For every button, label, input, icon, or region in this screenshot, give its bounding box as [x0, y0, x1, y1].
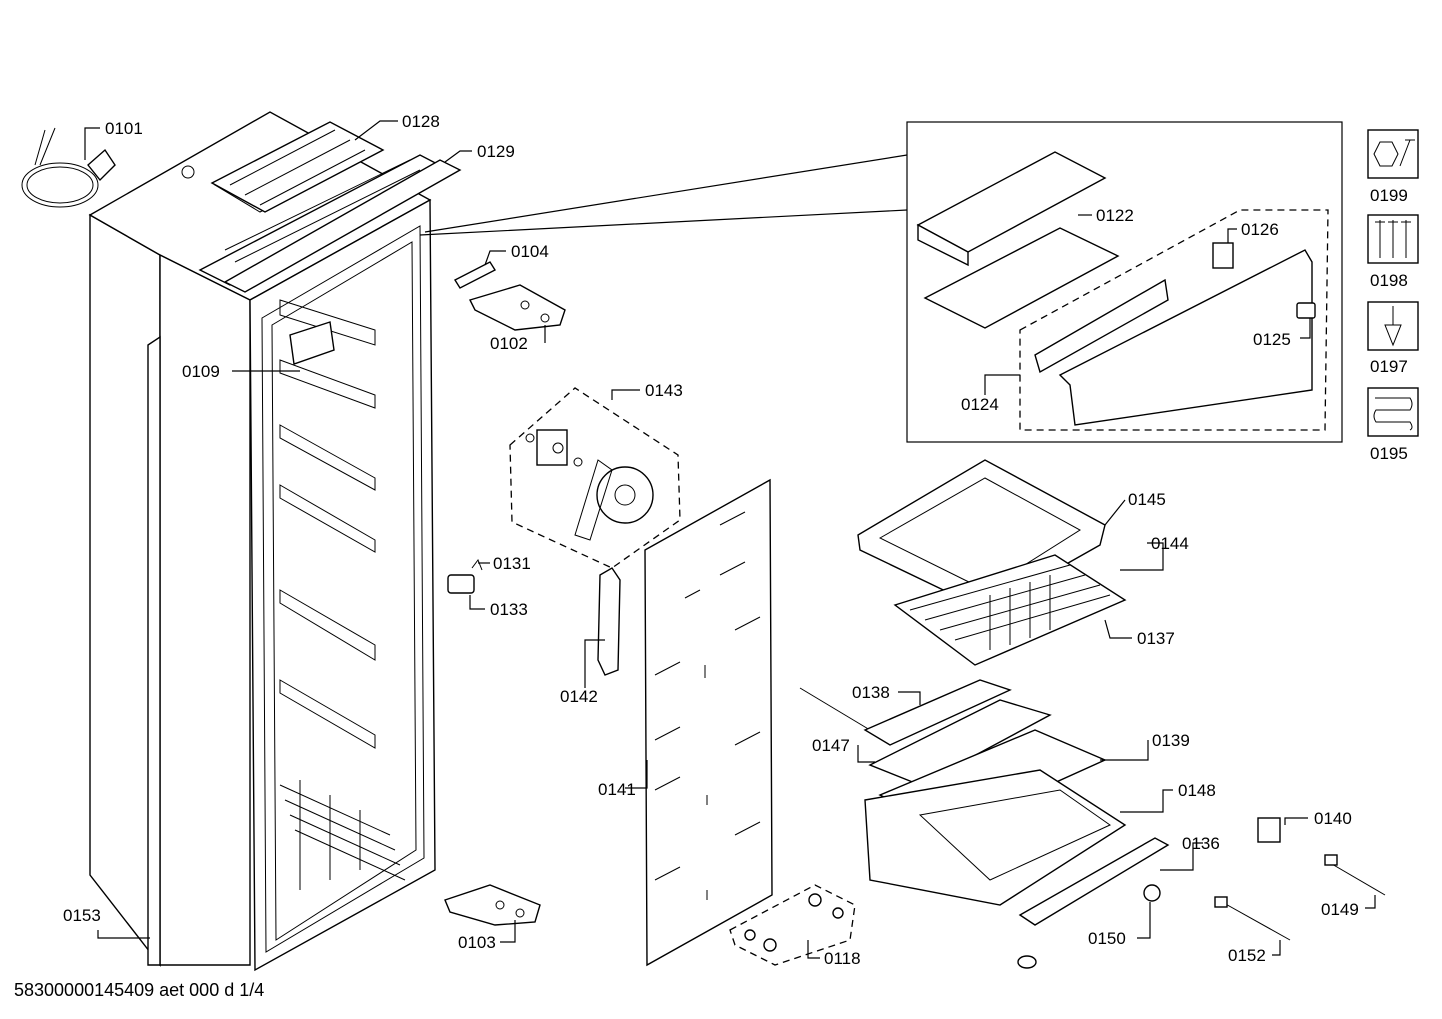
upper-hinge: [454, 261, 566, 331]
top-rail: [223, 159, 462, 293]
heating-coil-icon: [1367, 387, 1419, 437]
label-0143: 0143: [645, 381, 683, 400]
label-0118: 0118: [824, 949, 861, 968]
cabinet-body: [88, 111, 447, 972]
small-switch-parts: [447, 558, 483, 594]
label-0126: 0126: [1241, 220, 1279, 239]
label-0150: 0150: [1088, 929, 1126, 948]
label-0140: 0140: [1314, 809, 1352, 828]
label-0104: 0104: [511, 242, 549, 261]
screws-icon: [1367, 214, 1419, 264]
legend-label-0199: 0199: [1370, 186, 1408, 205]
power-cable: [21, 127, 116, 208]
label-0124: 0124: [961, 395, 999, 414]
screwdriver-icon: [1367, 301, 1419, 351]
rear-panel: [644, 478, 773, 967]
label-0141: 0141: [598, 780, 636, 799]
side-trim-strip: [147, 335, 161, 966]
label-0152: 0152: [1228, 946, 1266, 965]
label-0147: 0147: [812, 736, 850, 755]
label-0139: 0139: [1152, 731, 1190, 750]
label-0142: 0142: [560, 687, 598, 706]
evaporator-coil-0144: [893, 554, 1127, 666]
label-0131: 0131: [493, 554, 531, 573]
legend-label-0197: 0197: [1370, 357, 1408, 376]
screw-set: [729, 884, 856, 966]
lower-hinge: [444, 884, 541, 926]
label-0136: 0136: [1182, 834, 1220, 853]
fan-assembly: [509, 387, 681, 569]
label-0145: 0145: [1128, 490, 1166, 509]
legend: 0199 0198 0197 0195: [1367, 129, 1419, 463]
label-0101: 0101: [105, 119, 143, 138]
legend-label-0195: 0195: [1370, 444, 1408, 463]
label-0144: 0144: [1151, 534, 1189, 553]
label-0122: 0122: [1096, 206, 1134, 225]
small-parts-0150: [1017, 884, 1161, 969]
tray-frame-0148: [864, 769, 1127, 906]
label-0148: 0148: [1178, 781, 1216, 800]
control-detail-inset: [419, 121, 1343, 443]
legend-label-0198: 0198: [1370, 271, 1408, 290]
label-0128: 0128: [402, 112, 440, 131]
document-id-footer: 58300000145409 aet 000 d 1/4: [14, 980, 265, 1000]
heater-0138: [799, 679, 1012, 746]
label-0109: 0109: [182, 362, 220, 381]
top-cover-plate: [210, 121, 385, 213]
label-0125: 0125: [1253, 330, 1291, 349]
leader-lines: [84, 120, 1376, 959]
label-0102: 0102: [490, 334, 528, 353]
label-0133: 0133: [490, 600, 528, 619]
label-0149: 0149: [1321, 900, 1359, 919]
cable-0149: [1324, 854, 1386, 896]
drain-channel-0147: [868, 699, 1052, 786]
label-0137: 0137: [1137, 629, 1175, 648]
light-cover: [289, 321, 335, 365]
label-0138: 0138: [852, 683, 890, 702]
front-strip-0136: [1018, 837, 1170, 926]
part-labels: 0101 0128 0129 0104 0102 0109 0143 0131 …: [63, 112, 1359, 968]
label-0129: 0129: [477, 142, 515, 161]
label-0153: 0153: [63, 906, 101, 925]
air-duct-clip: [597, 567, 621, 676]
sensor-0140: [1257, 817, 1281, 843]
cable-0152: [1214, 896, 1291, 941]
wrench-nut-icon: [1367, 129, 1419, 179]
label-0103: 0103: [458, 933, 496, 952]
